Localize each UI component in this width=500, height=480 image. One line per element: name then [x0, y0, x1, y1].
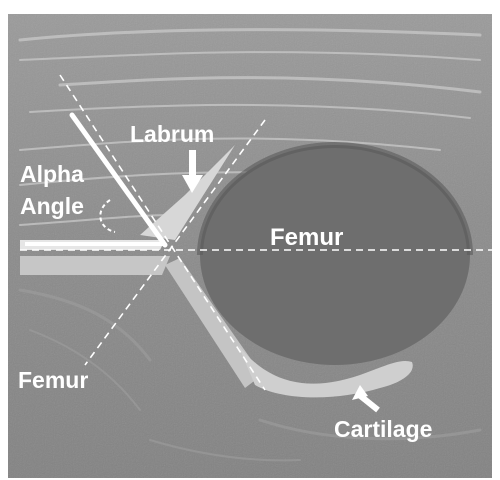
label-femur-lower: Femur — [18, 367, 88, 393]
alpha-angle-line — [69, 112, 168, 248]
label-angle: Angle — [20, 193, 84, 219]
labrum-arrow — [182, 150, 203, 193]
labrum-shape — [140, 145, 235, 240]
label-femur-head: Femur — [270, 224, 343, 251]
femoral-head-rim — [197, 142, 473, 256]
deep-tissue-texture — [18, 288, 482, 462]
ilium-band — [20, 256, 170, 275]
alpha-angle-arc — [99, 199, 116, 233]
femoral-head — [200, 145, 470, 365]
cartilage-strip — [238, 345, 413, 398]
cartilage-arrow — [352, 385, 380, 413]
reference-lines — [20, 74, 495, 391]
soft-tissue-bands — [18, 28, 482, 226]
label-labrum: Labrum — [130, 121, 214, 147]
ischium-band — [165, 258, 262, 388]
label-alpha: Alpha — [20, 161, 84, 187]
label-cartilage: Cartilage — [334, 416, 432, 442]
